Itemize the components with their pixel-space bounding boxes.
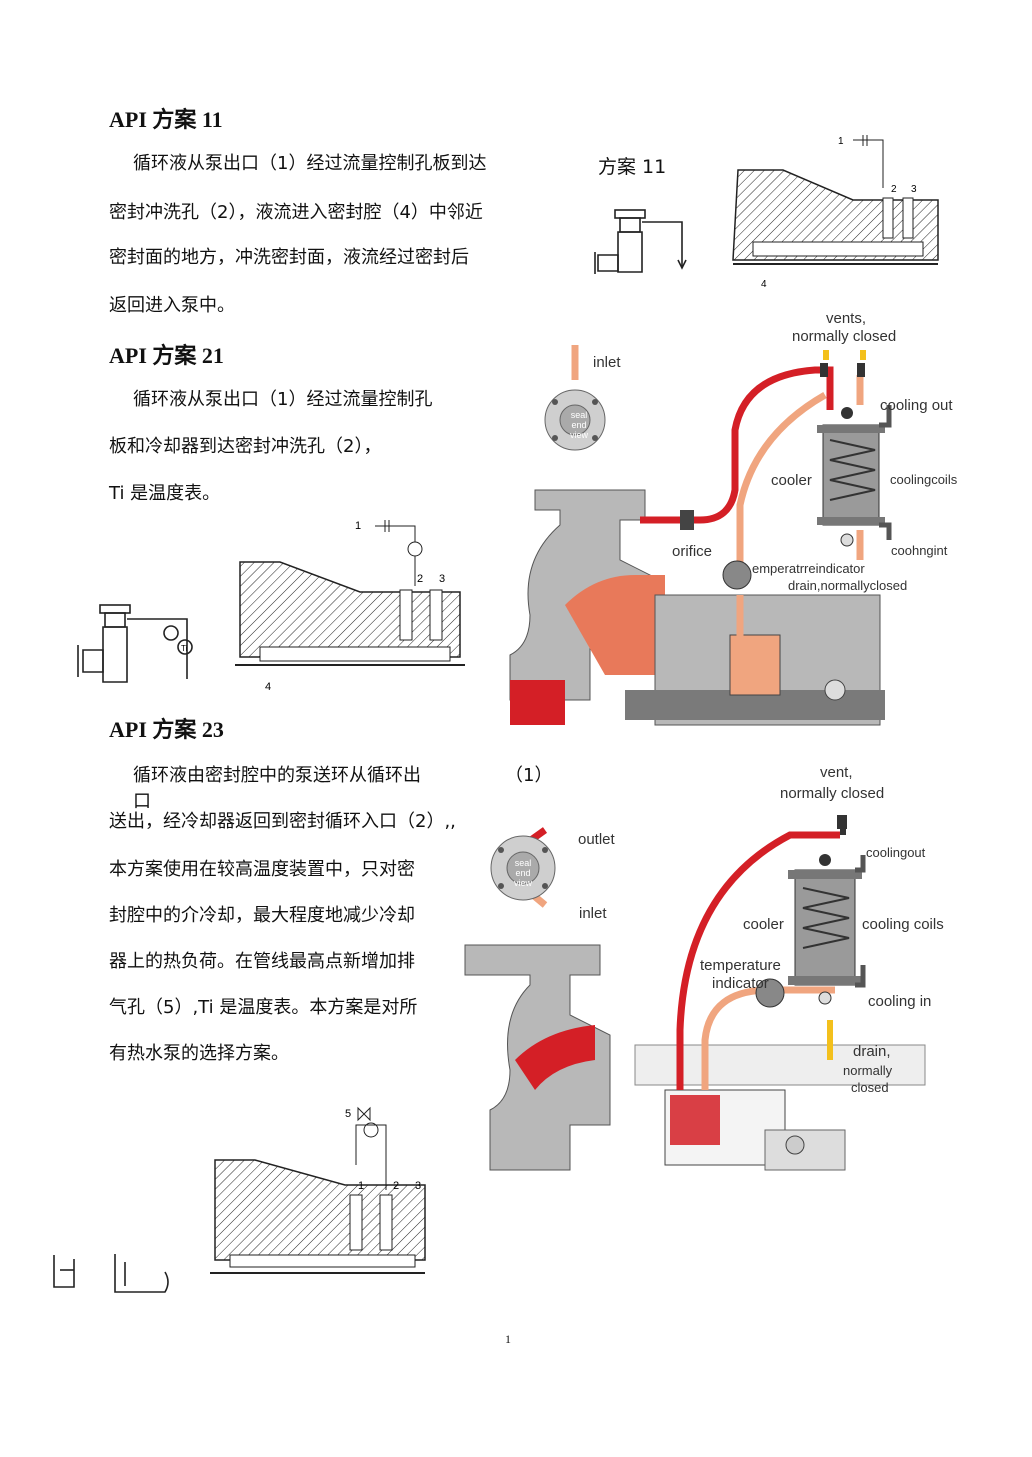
plan-23-line-2: 口: [133, 791, 151, 812]
plan-23-label-seal-end-view: seal end view: [513, 858, 532, 888]
plan-23-line-3: 送出，经冷却器返回到密封循环入口（2）,,: [109, 811, 456, 832]
plan-23-marker-1: 1: [358, 1180, 364, 1192]
plan-11-marker-4: 4: [761, 279, 767, 290]
plan-23-label-temperature: temperature: [700, 957, 781, 974]
heading-plan-21: API 方案 21: [109, 343, 224, 368]
plan-21-label-seal-end-view: seal end view: [569, 410, 588, 440]
plan-21-label-orifice: orifice: [672, 543, 713, 560]
plan-21-line-2: 板和冷却器到达密封冲洗孔（2），: [109, 436, 382, 457]
plan-23-label-cooler: cooler: [743, 916, 784, 933]
plan-23-pump-schematic: [53, 1254, 169, 1293]
plan-23-label-normally-closed: normally closed: [780, 785, 885, 802]
plan-21-line-3: Ti 是温度表。: [109, 483, 221, 504]
plan-23-label-indicator: indicator: [712, 975, 769, 992]
plan-23-label-outlet: outlet: [578, 831, 615, 848]
plan-23-line-1: 循环液由密封腔中的泵送环从循环出: [133, 765, 421, 786]
plan-21-label-vents: vents,: [826, 310, 867, 327]
plan-11-line-2: 密封冲洗孔（2），液流进入密封腔（4）中邻近: [109, 202, 483, 223]
plan-23-line-4: 本方案使用在较高温度装置中，只对密: [109, 859, 415, 880]
plan-11-pump-schematic: [594, 209, 687, 274]
plan-11-line-4: 返回进入泵中。: [109, 295, 235, 316]
plan-23-label-closed: closed: [851, 1080, 889, 1095]
plan-11-seal-section: 1 2 3 4: [732, 135, 939, 290]
plan-23-label-vent: vent,: [820, 764, 853, 781]
plan-23-marker-right: （1）: [505, 765, 553, 786]
plan-11-caption: 方案 11: [598, 156, 667, 178]
plan-11-line-1: 循环液从泵出口（1）经过流量控制孔板到达: [133, 153, 487, 174]
plan-23-marker-2: 2: [393, 1180, 399, 1192]
plan-11-marker-3: 3: [911, 184, 917, 195]
heading-plan-11: API 方案 11: [109, 107, 223, 132]
plan-23-line-7: 气孔（5）,Ti 是温度表。本方案是对所: [109, 997, 418, 1018]
plan-21-label-cooling-out: cooling out: [880, 397, 953, 414]
plan-23-cooler-diagram: [464, 815, 926, 1171]
plan-11-marker-2: 2: [891, 184, 897, 195]
plan-23-seal-section: 5 1 2 3: [210, 1106, 426, 1274]
plan-23-line-6: 器上的热负荷。在管线最高点新增加排: [109, 951, 415, 972]
plan-21-label-normally-closed: normally closed: [792, 328, 897, 345]
plan-21-marker-1: 1: [355, 520, 361, 532]
plan-23-label-drain: drain,: [853, 1043, 891, 1060]
plan-21-marker-4: 4: [265, 681, 271, 693]
plan-23-marker-3: 3: [415, 1180, 421, 1192]
plan-21-marker-2: 2: [417, 573, 423, 585]
plan-21-label-cooler: cooler: [771, 472, 812, 489]
plan-21-label-drain: drain,normallyclosed: [788, 578, 908, 593]
page-number: 1: [505, 1332, 511, 1346]
heading-plan-23: API 方案 23: [109, 717, 224, 742]
plan-23-label-cooling-coils: cooling coils: [862, 916, 944, 933]
plan-21-seal-section: 1 2 3 4: [235, 520, 465, 693]
plan-21-label-cooling-coils: coolingcoils: [890, 472, 958, 487]
plan-23-line-5: 封腔中的介冷却，最大程度地减少冷却: [109, 905, 415, 926]
plan-21-cooler-diagram: [509, 345, 892, 726]
plan-23-label-cooling-out: coolingout: [866, 845, 926, 860]
plan-23-label-normally: normally: [843, 1063, 893, 1078]
plan-23-line-8: 有热水泵的选择方案。: [109, 1043, 289, 1064]
plan-23-marker-5: 5: [345, 1108, 351, 1120]
plan-21-line-1: 循环液从泵出口（1）经过流量控制孔: [133, 389, 433, 410]
plan-11-marker-1: 1: [838, 136, 844, 147]
plan-23-label-cooling-in: cooling in: [868, 993, 932, 1010]
plan-11-line-3: 密封面的地方，冲洗密封面，液流经过密封后: [109, 247, 469, 268]
plan-21-marker-3: 3: [439, 573, 445, 585]
plan-21-gauge-label: Ti: [181, 644, 188, 653]
plan-23-label-inlet: inlet: [579, 905, 607, 922]
plan-21-label-cooling-in: coohngint: [891, 543, 948, 558]
plan-21-label-temperature-indicator: emperatrreindicator: [752, 561, 865, 576]
plan-21-pump-schematic: Ti: [77, 604, 193, 683]
plan-21-label-inlet: inlet: [593, 354, 621, 371]
